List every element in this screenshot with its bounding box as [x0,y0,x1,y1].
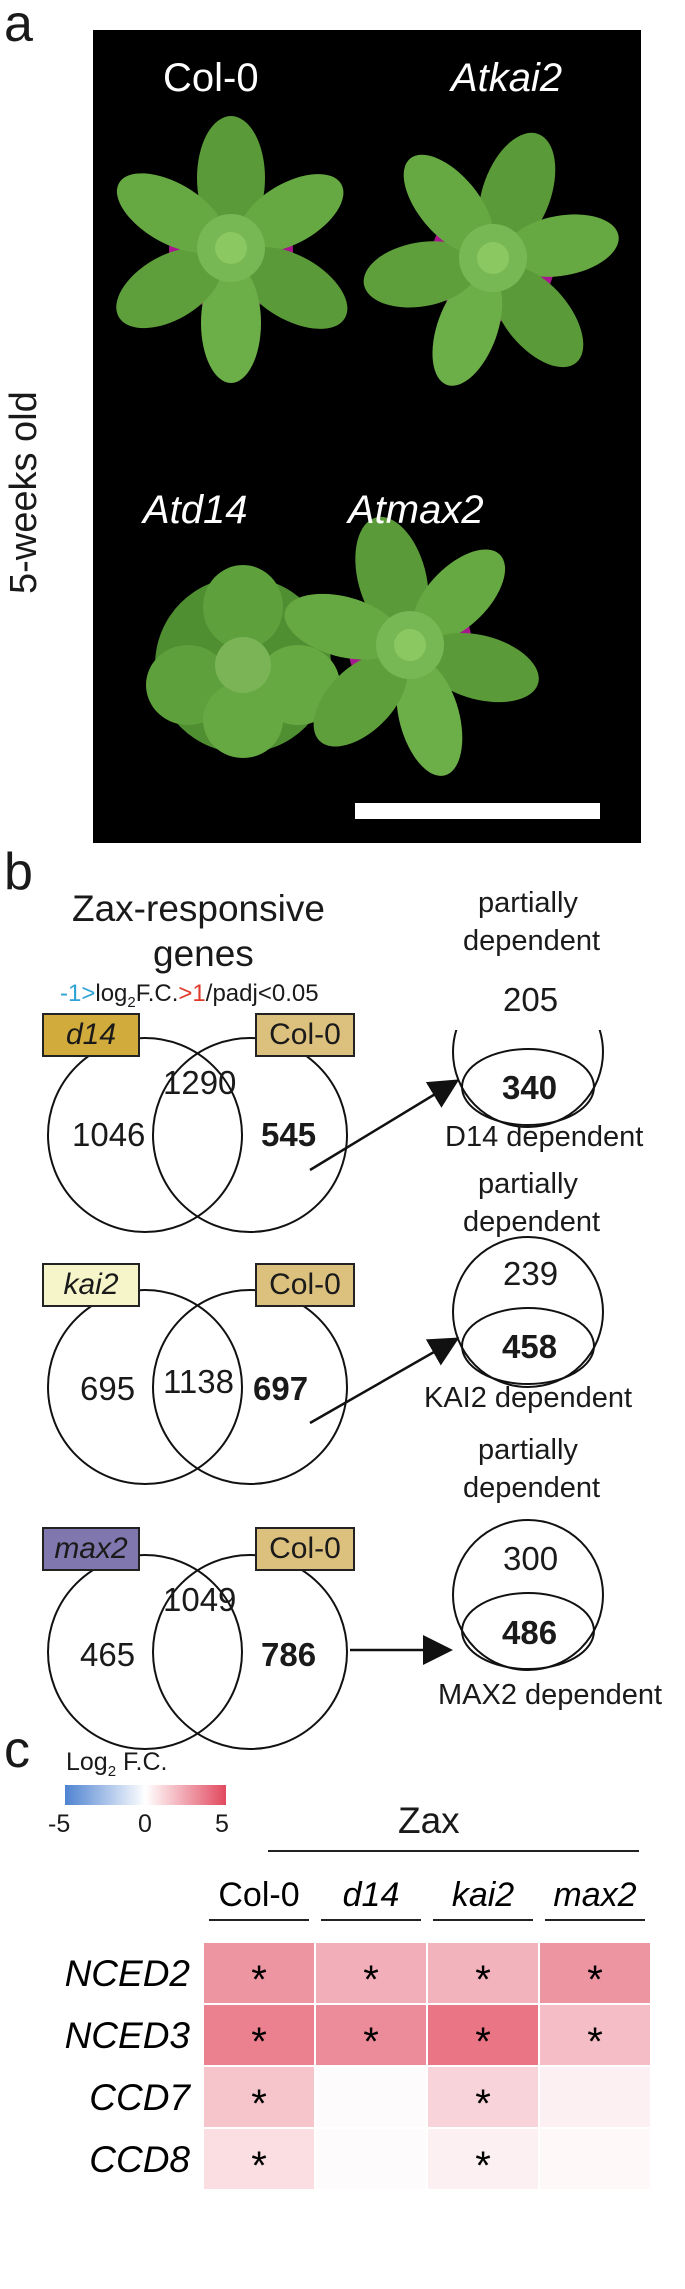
plant-photo: Col-0 Atkai2 Atd14 Atmax2 [93,30,661,843]
heatmap-cell [314,2065,428,2129]
heatmap-cell [314,2003,428,2067]
heatmap-cell [538,2003,652,2067]
heatmap-column-label: Col-0 [218,1876,299,1914]
significance-marker: * [475,2082,491,2126]
heatmap-row-label: NCED3 [65,2015,191,2056]
venn-diagrams [47,1030,604,1750]
tag-d14: d14 [42,1013,140,1057]
heatmap-column-label: d14 [343,1876,400,1914]
venn3-dependent: 486 [502,1614,558,1651]
colorbar-title: Log2 F.C. [66,1748,168,1780]
label-atkai2: Atkai2 [451,56,563,100]
tag-max2: max2 [42,1527,140,1571]
panel-c-letter: c [4,1721,30,1779]
panel-a-letter: a [4,0,33,53]
significance-marker: * [251,1958,267,2002]
heatmap-column-label: max2 [553,1876,636,1914]
label-col0: Col-0 [163,56,259,100]
significance-marker: * [475,1958,491,2002]
venn-title-line1: Zax-responsive [72,888,325,929]
venn2-partial-label2: dependent [463,1206,601,1238]
venn2-dependent: 458 [502,1328,558,1365]
venn1-dependent-label: D14 dependent [445,1121,644,1153]
group-line [268,1850,639,1852]
heatmap-cell [202,2127,316,2191]
significance-marker: * [251,2144,267,2188]
venn1-overlap: 1290 [163,1064,237,1101]
heatmap-cell [426,1941,540,2005]
significance-marker: * [363,2020,379,2064]
venn1-left: 1046 [72,1116,146,1153]
venn2-dependent-label: KAI2 dependent [424,1382,633,1414]
venn-title-line2: genes [153,933,254,974]
scale-bar [355,803,600,819]
venn3-overlap: 1049 [163,1581,237,1618]
venn3-partial: 300 [503,1540,559,1577]
venn3-dependent-label: MAX2 dependent [438,1679,663,1711]
venn2-left: 695 [80,1370,136,1407]
venn1-dependent: 340 [502,1069,558,1106]
venn2-partial: 239 [503,1255,559,1292]
tag-col0-2: Col-0 [255,1263,355,1307]
group-label-zax: Zax [398,1800,460,1841]
significance-marker: * [251,2020,267,2064]
significance-marker: * [475,2144,491,2188]
heatmap-row-label: NCED2 [65,1953,191,1994]
venn3-left: 465 [80,1636,136,1673]
venn1-partial-label1: partially [478,887,578,919]
heatmap-column-label: kai2 [452,1876,514,1914]
heatmap-cell [538,2127,652,2191]
colorbar-tick-max: 5 [215,1810,229,1838]
significance-marker: * [475,2020,491,2064]
label-atd14: Atd14 [143,488,248,532]
heatmap-cell [314,2127,428,2191]
venn1-right: 545 [261,1116,317,1153]
venn2-overlap: 1138 [163,1363,234,1400]
venn3-partial-label1: partially [478,1434,578,1466]
heatmap-cell [538,2065,652,2129]
tag-col0-1: Col-0 [255,1013,355,1057]
colorbar-tick-min: -5 [48,1810,71,1838]
venn3-partial-label2: dependent [463,1472,601,1504]
heatmap-cell [426,2127,540,2191]
tag-col0-3: Col-0 [255,1527,355,1571]
significance-marker: * [251,2082,267,2126]
venn3-right: 786 [261,1636,317,1673]
label-atmax2: Atmax2 [348,488,484,532]
tag-kai2: kai2 [42,1263,140,1307]
venn-d14 [47,1030,604,1233]
venn-max2 [47,1519,604,1750]
significance-marker: * [587,2020,603,2064]
threshold-criteria: -1>log2F.C.>1/padj<0.05 [60,980,319,1011]
heatmap-row-label: CCD7 [89,2077,191,2118]
venn1-partial: 205 [503,981,559,1018]
plant-rosettes-image [102,90,661,809]
panel-b-letter: b [4,843,33,901]
venn2-right: 697 [253,1370,309,1407]
colorbar-tick-mid: 0 [138,1810,152,1838]
venn2-partial-label1: partially [478,1168,578,1200]
venn1-partial-label2: dependent [463,925,601,957]
significance-marker: * [363,1958,379,2002]
colorbar [65,1785,226,1805]
heatmap-cell [202,2003,316,2067]
significance-marker: * [587,1958,603,2002]
heatmap-row-label: CCD8 [89,2139,190,2180]
venn-kai2 [47,1236,604,1485]
